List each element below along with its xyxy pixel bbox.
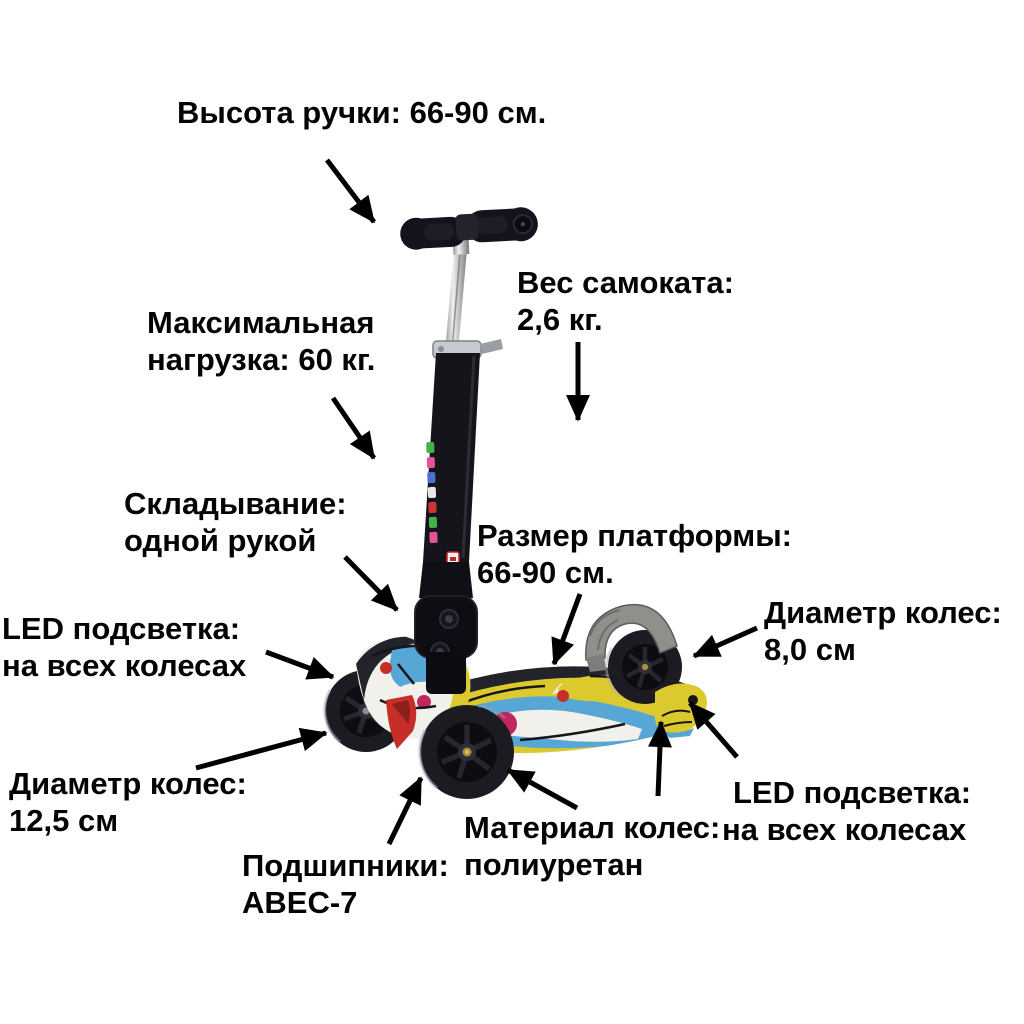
rear-brake-fender [585,603,678,672]
arrow-wheel-material [506,767,579,811]
arrow-led-right-diagonal [688,701,739,759]
steering-column [414,238,503,694]
label-max-load-line1: Максимальная [147,305,375,340]
arrow-handle-height [325,158,376,224]
arrow-led-right-vertical [647,720,672,797]
arrow-platform-size [551,593,583,666]
front-wheel-near [418,704,514,799]
arrow-led-left [265,649,335,680]
grip-right [465,207,538,243]
label-folding-line1: Складывание: [124,486,347,521]
label-handle-height: Высота ручки: 66-90 см. [177,94,546,131]
label-bearings-line2: ABEC-7 [242,885,358,920]
label-max-load: Максимальная нагрузка: 60 кг. [147,304,375,378]
label-wheel-diameter-rear: Диаметр колес: 8,0 см [764,594,1002,668]
folding-hinge [414,562,478,694]
brand-sticker [426,441,438,544]
label-scooter-weight-line2: 2,6 кг. [517,302,603,337]
label-wheel-diameter-front-line1: Диаметр колес: [9,766,247,801]
label-max-load-line2: нагрузка: 60 кг. [147,342,376,377]
arrow-folding [343,555,399,612]
label-wheel-diameter-rear-line1: Диаметр колес: [764,595,1002,630]
label-led-left-line1: LED подсветка: [2,611,241,646]
arrow-wheel-diameter-front [195,727,328,771]
label-wheel-material-line2: полиуретан [464,847,644,882]
label-wheel-diameter-rear-line2: 8,0 см [764,632,856,667]
label-bearings: Подшипники: ABEC-7 [242,847,449,921]
grip-left [400,216,467,250]
steering-link-shadow [392,700,410,724]
label-led-left-line2: на всех колесах [2,648,247,683]
label-folding-line2: одной рукой [124,523,317,558]
arrow-wheel-diameter-rear [692,625,759,659]
label-wheel-material-line1: Материал колес: [464,810,721,845]
handlebar-center-clamp [455,213,479,241]
label-wheel-diameter-front: Диаметр колес: 12,5 см [9,765,247,839]
arrow-max-load [330,396,377,460]
label-scooter-weight: Вес самоката: 2,6 кг. [517,264,734,338]
label-bearings-line1: Подшипники: [242,848,449,883]
label-wheel-diameter-front-line2: 12,5 см [9,803,119,838]
label-led-left: LED подсветка: на всех колесах [2,610,246,684]
label-platform-size-line2: 66-90 см. [477,555,614,590]
label-handle-height-text: Высота ручки: 66-90 см. [177,95,547,130]
label-led-right-line1: LED подсветка: [733,775,972,810]
label-led-right-line2: на всех колесах [722,812,967,847]
label-led-right: LED подсветка: на всех колесах [722,774,971,848]
handlebar [400,207,538,255]
label-platform-size-line1: Размер платформы: [477,518,792,553]
label-wheel-material: Материал колес: полиуретан [464,809,720,883]
annotation-arrows [195,158,759,846]
label-platform-size: Размер платформы: 66-90 см. [477,517,792,591]
label-scooter-weight-line1: Вес самоката: [517,265,734,300]
arrow-bearings [386,776,424,846]
label-folding: Складывание: одной рукой [124,485,347,559]
